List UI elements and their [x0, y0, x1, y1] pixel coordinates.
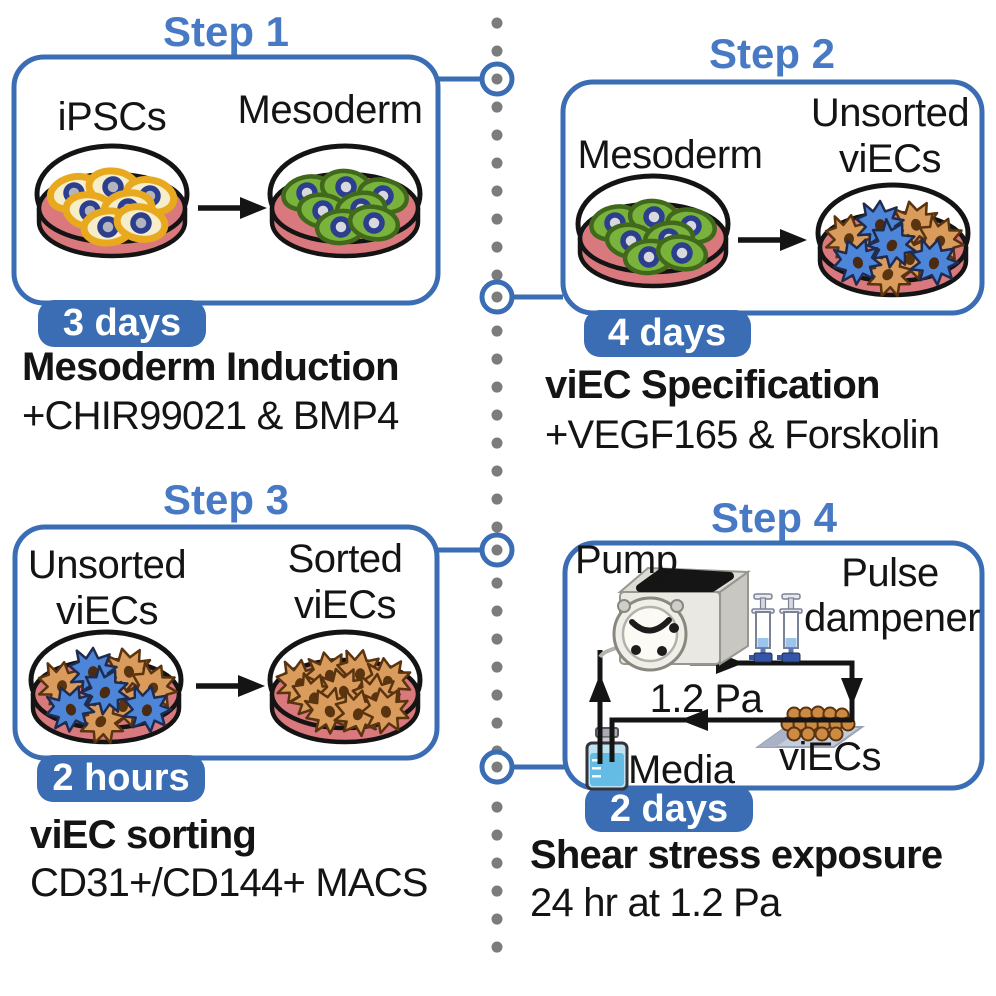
timeline-node-1 [482, 64, 512, 94]
flow-arrow-up-icon [589, 674, 611, 702]
petri-dish-sorted-viecs-icon [270, 632, 420, 742]
petri-dish-ipscs-icon [37, 146, 187, 256]
timeline-node-2 [482, 282, 512, 312]
pump-screen [636, 568, 734, 592]
flow-arrow-down-icon [841, 678, 863, 706]
step3-title: Step 3 [163, 476, 289, 523]
viecs-label: viECs [779, 735, 881, 779]
step4-heading: Shear stress exposure [530, 833, 942, 877]
step4-subheading: 24 hr at 1.2 Pa [530, 881, 782, 925]
dampener-label-1: Pulse [841, 551, 939, 595]
arrow-step3 [196, 675, 265, 697]
timeline-node-3 [482, 535, 512, 565]
sorted-viecs-label-1: Sorted [288, 537, 403, 581]
step2-heading: viEC Specification [545, 363, 880, 407]
step1-contents: iPSCs Mesoderm [37, 88, 423, 256]
step4-contents: Pump Pulse dampener 1.2 Pa Media viECs [575, 538, 981, 792]
flow-circuit [589, 650, 863, 764]
flow-arrow-left-icon [680, 709, 708, 731]
unsorted-viecs-label-1: Unsorted [811, 91, 969, 135]
step1-title: Step 1 [163, 8, 289, 55]
step3-heading: viEC sorting [30, 813, 256, 857]
sorted-viecs-label-2: viECs [294, 583, 396, 627]
step3-contents: Unsorted viECs Sorted viECs [28, 537, 420, 752]
pump-label: Pump [575, 538, 678, 582]
step1-subheading: +CHIR99021 & BMP4 [22, 394, 399, 438]
pump-icon [598, 566, 751, 672]
mesoderm-label-2: Mesoderm [578, 133, 763, 177]
petri-dish-mesoderm-icon [270, 146, 420, 256]
step4-title: Step 4 [711, 494, 838, 541]
step4-duration-label: 2 days [610, 788, 728, 830]
arrow-step1 [198, 197, 267, 219]
petri-dish-mesoderm-icon-2 [578, 176, 728, 286]
step1-duration-label: 3 days [63, 302, 181, 344]
step2-duration-badge: 4 days [584, 310, 751, 357]
media-label: Media [628, 748, 736, 792]
step1-heading: Mesoderm Induction [22, 345, 399, 389]
mesoderm-label: Mesoderm [238, 88, 423, 132]
step2-subheading: +VEGF165 & Forskolin [545, 413, 939, 457]
flow-chamber-icon [754, 705, 866, 748]
pump-rotor-slot [629, 617, 672, 634]
unsorted-viecs-label-2: viECs [839, 137, 941, 181]
pressure-label: 1.2 Pa [650, 677, 764, 721]
step3-duration-badge: 2 hours [37, 755, 205, 802]
step3-subheading: CD31+/CD144+ MACS [30, 861, 428, 905]
step1-duration-badge: 3 days [38, 300, 206, 347]
flow-line-return [609, 717, 852, 762]
step4-duration-badge: 2 days [585, 786, 753, 832]
step2-contents: Mesoderm Unsorted viECs [578, 91, 971, 305]
step3-duration-label: 2 hours [52, 757, 189, 799]
step2-title: Step 2 [709, 30, 835, 77]
ipscs-label: iPSCs [58, 95, 167, 139]
arrow-step2 [738, 229, 807, 251]
timeline-node-4 [482, 752, 512, 782]
unsorted-viecs-label-3: Unsorted [28, 543, 186, 587]
dampener-label-2: dampener [804, 596, 980, 640]
step2-duration-label: 4 days [608, 312, 726, 354]
unsorted-viecs-label-4: viECs [56, 589, 158, 633]
